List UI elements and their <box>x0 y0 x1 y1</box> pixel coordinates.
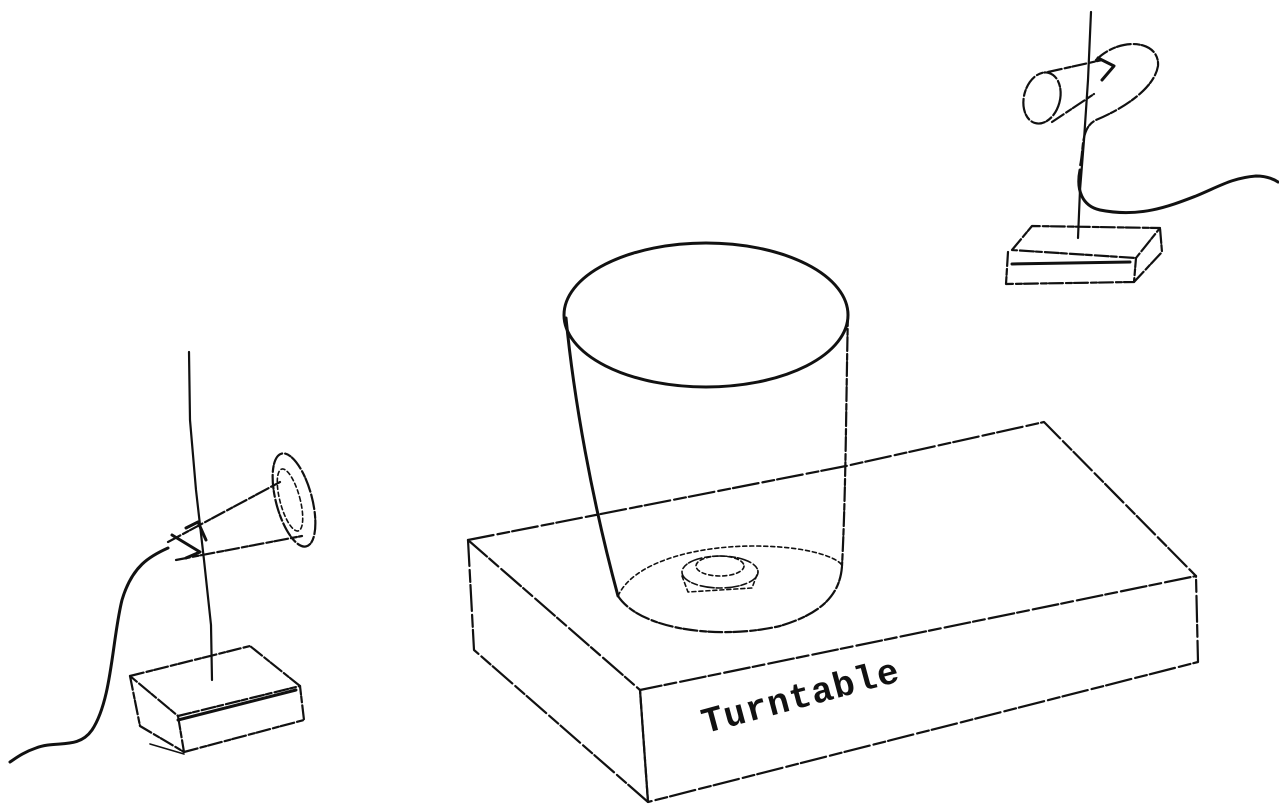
right-stand-base <box>1006 226 1162 284</box>
beaker-bottom <box>618 566 842 632</box>
left-microphone-cable <box>10 548 168 762</box>
beaker-right-wall <box>842 312 848 566</box>
left-microphone <box>168 449 324 560</box>
beaker <box>564 243 848 632</box>
turntable-top-face <box>468 422 1196 690</box>
left-stand-rod <box>189 352 212 680</box>
left-stand-base <box>130 646 304 754</box>
right-microphone-cable <box>1079 170 1278 213</box>
turntable-box <box>468 422 1198 802</box>
beaker-rim <box>564 243 848 387</box>
right-microphone-stand <box>1006 12 1162 284</box>
turntable-right-face <box>640 576 1198 802</box>
turntable-left-face <box>468 540 648 802</box>
small-object-on-beaker-floor <box>682 556 758 592</box>
